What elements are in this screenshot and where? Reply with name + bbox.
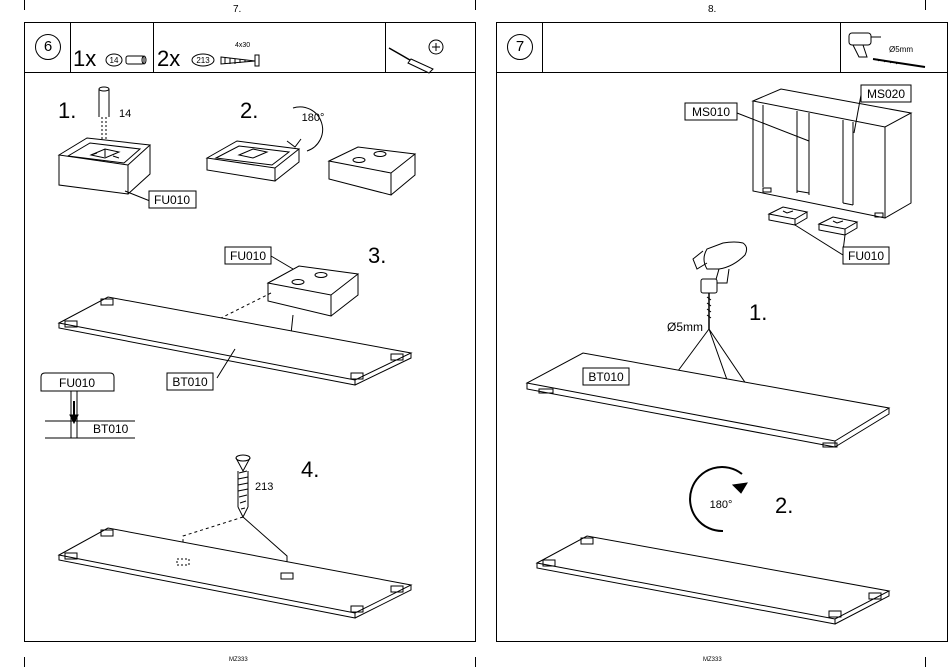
crop-mark bbox=[24, 0, 25, 10]
part-qty: 2x bbox=[157, 46, 180, 71]
phillips-head-icon bbox=[429, 40, 443, 54]
part-label: BT010 bbox=[172, 375, 208, 389]
bottom-panel bbox=[527, 353, 889, 447]
instruction-page-right: 7 Ø5mm bbox=[496, 22, 948, 642]
bottom-panel bbox=[537, 536, 889, 624]
crop-mark bbox=[24, 657, 25, 667]
rotation-label: 180° bbox=[302, 112, 325, 124]
dowel-inserted bbox=[99, 87, 109, 143]
part-label: FU010 bbox=[848, 249, 884, 263]
part-label: FU010 bbox=[230, 249, 266, 263]
substep-number: 2. bbox=[240, 98, 258, 123]
leg-block-open bbox=[59, 138, 150, 194]
drill-diameter: Ø5mm bbox=[667, 320, 703, 334]
assembly-illustration: 1x 14 2x 213 4x30 bbox=[25, 23, 477, 643]
part-label: FU010 bbox=[154, 193, 190, 207]
dowel-icon bbox=[126, 56, 146, 64]
leg-block-open bbox=[207, 141, 299, 181]
page-number-right: 8. bbox=[708, 4, 716, 15]
drill-size: Ø5mm bbox=[889, 45, 913, 54]
drill-bit-icon bbox=[873, 59, 925, 67]
assembly-illustration: Ø5mm MS010 MS020 bbox=[497, 23, 949, 643]
leader-line bbox=[795, 225, 845, 255]
part-code: 213 bbox=[196, 56, 210, 65]
crop-mark bbox=[925, 657, 926, 667]
page-number-left: 7. bbox=[233, 4, 241, 15]
screw-icon bbox=[221, 55, 259, 66]
part-code: 14 bbox=[110, 56, 119, 65]
substep-number: 2. bbox=[775, 493, 793, 518]
part-qty: 1x bbox=[73, 46, 96, 71]
leader-line bbox=[737, 113, 809, 141]
crop-mark bbox=[475, 0, 476, 10]
bottom-panel bbox=[59, 528, 411, 618]
bottom-panel bbox=[59, 297, 411, 385]
part-label: BT010 bbox=[93, 422, 129, 436]
rotation-label: 180° bbox=[710, 499, 733, 511]
cabinet-carcass bbox=[753, 89, 911, 218]
substep-number: 1. bbox=[58, 98, 76, 123]
leg-block-open bbox=[769, 207, 807, 225]
crop-mark bbox=[925, 0, 926, 10]
leg-block-open bbox=[819, 217, 857, 235]
screwdriver-icon bbox=[389, 48, 433, 73]
part-label: FU010 bbox=[59, 376, 95, 390]
power-drill bbox=[693, 242, 747, 329]
leader-line bbox=[125, 191, 150, 201]
footer-code-left: MZ333 bbox=[229, 657, 248, 663]
leader-line bbox=[271, 256, 293, 269]
leg-block-flipped bbox=[268, 266, 358, 316]
dowel-label: 14 bbox=[119, 108, 131, 120]
substep-number: 1. bbox=[749, 300, 767, 325]
substep-number: 4. bbox=[301, 457, 319, 482]
screw-size: 4x30 bbox=[235, 42, 250, 49]
footer-code-right: MZ333 bbox=[703, 657, 722, 663]
leg-block-flipped bbox=[329, 147, 415, 195]
part-label: BT010 bbox=[588, 370, 624, 384]
drill-icon bbox=[849, 33, 881, 57]
part-label: MS010 bbox=[692, 105, 730, 119]
screw-label: 213 bbox=[255, 481, 273, 493]
substep-number: 3. bbox=[368, 243, 386, 268]
crop-mark bbox=[475, 657, 476, 667]
instruction-page-left: 6 1x 14 2x 213 4x30 bbox=[24, 22, 476, 642]
part-label: MS020 bbox=[867, 87, 905, 101]
screw bbox=[236, 455, 250, 517]
